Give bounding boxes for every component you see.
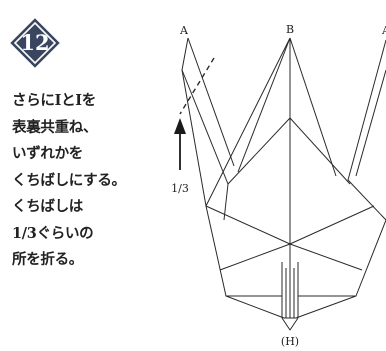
instruction-line: 所を折る。 xyxy=(12,251,83,268)
instruction-line: くちばしにする。 xyxy=(12,171,126,189)
left-flap-edge xyxy=(181,69,207,207)
instruction-text: さらにIとIを 表裏共重ね、 いずれかを くちばしにする。 くちばしは 1/3ぐ… xyxy=(12,88,162,274)
right-flap-edge xyxy=(355,69,386,177)
center-crease-right xyxy=(289,37,337,177)
instruction-line: 1/3ぐらいの xyxy=(12,224,94,242)
bottom-pleat-left xyxy=(281,262,287,318)
label-b: B xyxy=(286,23,294,36)
instruction-line: いずれかを xyxy=(12,145,83,162)
inner-left-diagonal xyxy=(227,117,291,185)
label-h: (H) xyxy=(281,335,299,348)
lower-fold-left-2 xyxy=(219,243,363,271)
inner-right-diagonal xyxy=(289,117,351,185)
bottom-notch xyxy=(281,317,299,331)
step-number-diamond-icon: 12 xyxy=(10,18,60,68)
fold-dashed-line xyxy=(179,57,215,115)
step-number: 12 xyxy=(20,30,49,55)
label-fraction: 1/3 xyxy=(171,182,189,195)
instruction-line: 表裏共重ね、 xyxy=(12,118,98,136)
label-a: A xyxy=(179,24,189,37)
up-arrow-icon xyxy=(174,118,186,170)
left-flap-inner xyxy=(187,37,235,167)
instruction-line: くちばしは xyxy=(12,198,83,215)
right-flap xyxy=(347,39,386,221)
label-a-right: A xyxy=(381,24,386,37)
instruction-line: さらにIとIを xyxy=(12,92,96,109)
step-badge: 12 xyxy=(10,18,60,68)
center-crease xyxy=(237,37,291,173)
bottom-pleat-right xyxy=(293,262,299,318)
left-flap xyxy=(181,37,229,221)
